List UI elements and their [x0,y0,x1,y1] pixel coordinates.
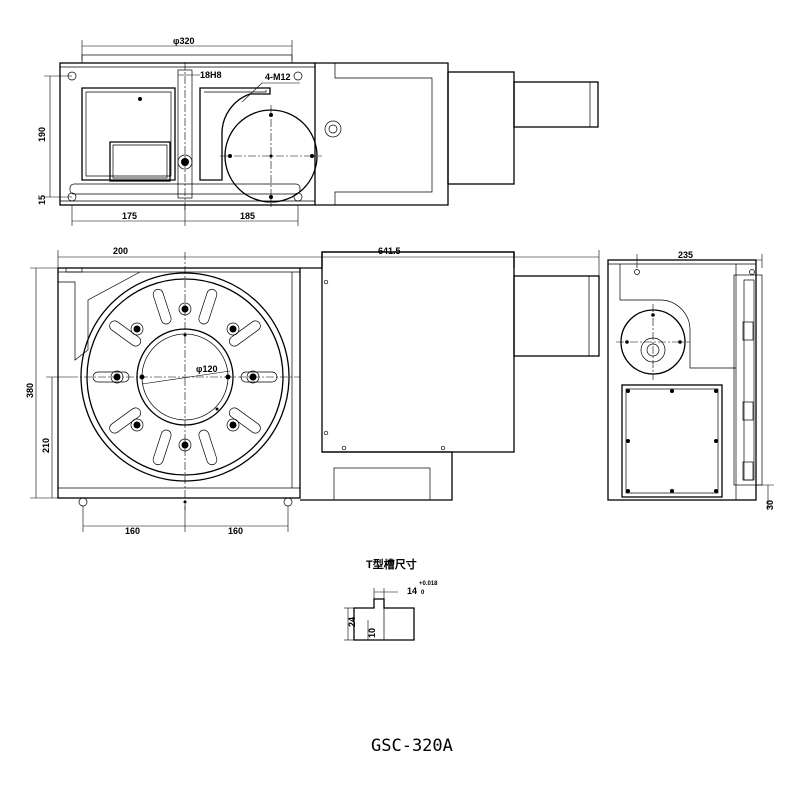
t-slot-neck: 10 [367,628,377,638]
t-slot-width: 14 [407,586,417,596]
dim-slot-fit: 18H8 [200,70,222,80]
t-slot [229,407,261,434]
front-motor-body [513,275,600,357]
lower-rail [69,183,301,195]
encoder-knob [324,120,342,138]
model-caption: GSC-320A [371,736,453,756]
dim-front-bottom-right: 160 [228,526,243,536]
dim-top-right-span: 185 [240,211,255,221]
right-pocket [199,87,271,181]
dim-thread-holes: 4-M12 [265,72,291,82]
t-slot-detail: T型槽尺寸 14 +0.018 0 24 10 [344,557,438,641]
dim-front-total-length: 641.5 [378,246,401,256]
t-slot-tolerance: +0.018 [419,581,438,587]
dim-front-center-height: 210 [41,438,51,453]
t-slot [109,407,141,434]
side-flange-plate [733,274,763,486]
front-view: 200 641.5 380 210 160 160 φ120 [25,246,600,536]
t-slot-depth: 24 [347,617,357,627]
t-slot [229,320,261,347]
dim-top-height: 190 [37,127,47,142]
dim-top-offset: 15 [37,195,47,205]
t-slot [198,429,218,466]
left-pocket [81,87,176,181]
dim-top-diameter: φ320 [173,36,194,46]
top-view: φ320 18H8 4-M12 190 15 175 185 [37,36,599,226]
t-slot [152,288,172,325]
top-edge-tab [81,54,293,64]
t-slot [152,429,172,466]
front-tab [65,267,83,273]
front-housing-outline [57,267,301,499]
dim-front-left-span: 200 [113,246,128,256]
t-slot-title: T型槽尺寸 [366,557,417,571]
t-slot [198,288,218,325]
dim-front-height: 380 [25,383,35,398]
t-slot-tolerance-low: 0 [421,590,425,596]
corner-hole [293,192,303,202]
top-motor-body [447,71,515,185]
dim-side-bottom-offset: 30 [765,500,775,510]
dim-front-bottom-left: 160 [125,526,140,536]
top-motor-housing [315,62,449,206]
t-slot [109,320,141,347]
front-gear-housing [300,251,515,269]
top-motor-shaft [513,81,599,128]
dim-side-width: 235 [678,250,693,260]
side-cover-plate [621,384,723,498]
side-view: 235 30 [607,250,775,510]
corner-hole [293,71,303,81]
dim-bore-diameter: φ120 [196,364,217,374]
dim-top-left-span: 175 [122,211,137,221]
